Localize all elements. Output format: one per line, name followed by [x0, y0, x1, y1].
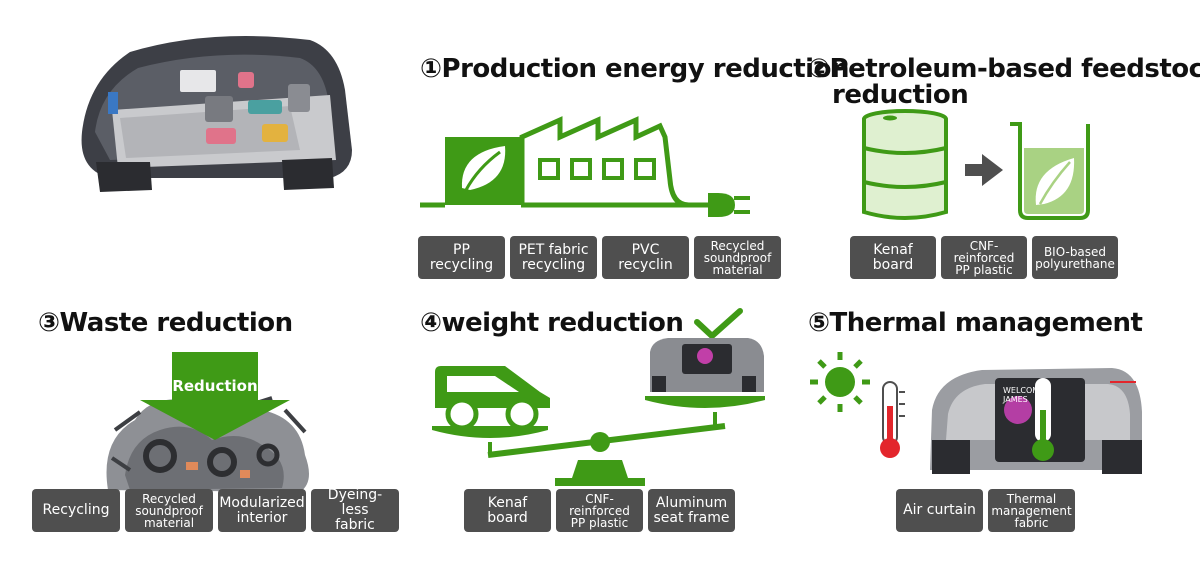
tag-pet-fabric-recycling: PET fabric recycling	[510, 236, 597, 279]
section-2-title-line2: reduction	[832, 80, 969, 110]
tag-dyeing-less-fabric: Dyeing-less fabric	[311, 488, 399, 533]
tag-air-curtain: Air curtain	[896, 489, 983, 532]
vehicle-screen-text: WELCOME JAMES	[1003, 386, 1045, 404]
section-5-heading: ⑤Thermal management	[808, 308, 1143, 338]
section-4-title: weight reduction	[441, 308, 684, 338]
section-5-number: ⑤	[808, 308, 830, 338]
thermometer-red-icon	[880, 381, 905, 458]
tag-recycling: Recycling	[32, 489, 120, 532]
tag-thermal-management-fabric: Thermal management fabric	[988, 489, 1075, 532]
sun-icon	[810, 352, 870, 412]
section-3-heading: ③Waste reduction	[38, 310, 293, 337]
section-1-heading: ①Production energy reduction	[420, 56, 849, 83]
section-2-number: ②	[808, 54, 830, 84]
section-1-title: Production energy reduction	[441, 54, 850, 84]
thermometer-green-icon	[1032, 378, 1054, 461]
section-5-tags: Air curtain Thermal management fabric	[896, 489, 1075, 532]
section-4-tags: Kenaf board CNF-reinforced PP plastic Al…	[464, 489, 735, 532]
section-3-number: ③	[38, 308, 60, 338]
section-3-title: Waste reduction	[59, 308, 294, 338]
tag-cnf-reinforced-pp-plastic: CNF-reinforced PP plastic	[941, 236, 1027, 279]
tag-pp-recycling: PP recycling	[418, 236, 505, 279]
tag-bio-based-polyurethane: BIO-based polyurethane	[1032, 236, 1118, 279]
section-1-number: ①	[420, 54, 442, 84]
section-2-heading: ②Petroleum-based feedstock	[808, 56, 1200, 83]
tag-kenaf-board: Kenaf board	[850, 236, 936, 279]
section-3-tags: Recycling Recycled soundproof material M…	[32, 488, 399, 533]
section-2-title: Petroleum-based feedstock	[829, 54, 1200, 84]
section-2-tags: Kenaf board CNF-reinforced PP plastic BI…	[850, 236, 1118, 279]
tag-kenaf-board-2: Kenaf board	[464, 489, 551, 532]
section-5-title: Thermal management	[829, 308, 1143, 338]
reduction-arrow-label: Reduction	[172, 377, 258, 395]
section-4-heading: ④weight reduction	[420, 308, 684, 338]
tag-modularized-interior: Modularized interior	[218, 489, 306, 532]
tag-recycled-soundproof-material: Recycled soundproof material	[694, 236, 781, 279]
section-1-tags: PP recycling PET fabric recycling PVC re…	[418, 236, 781, 279]
tag-recycled-soundproof-material-2: Recycled soundproof material	[125, 489, 213, 532]
tag-pvc-recycling: PVC recyclin	[602, 236, 689, 279]
tag-cnf-reinforced-pp-plastic-2: CNF-reinforced PP plastic	[556, 489, 643, 532]
tag-aluminum-seat-frame: Aluminum seat frame	[648, 489, 735, 532]
section-4-number: ④	[420, 308, 442, 338]
